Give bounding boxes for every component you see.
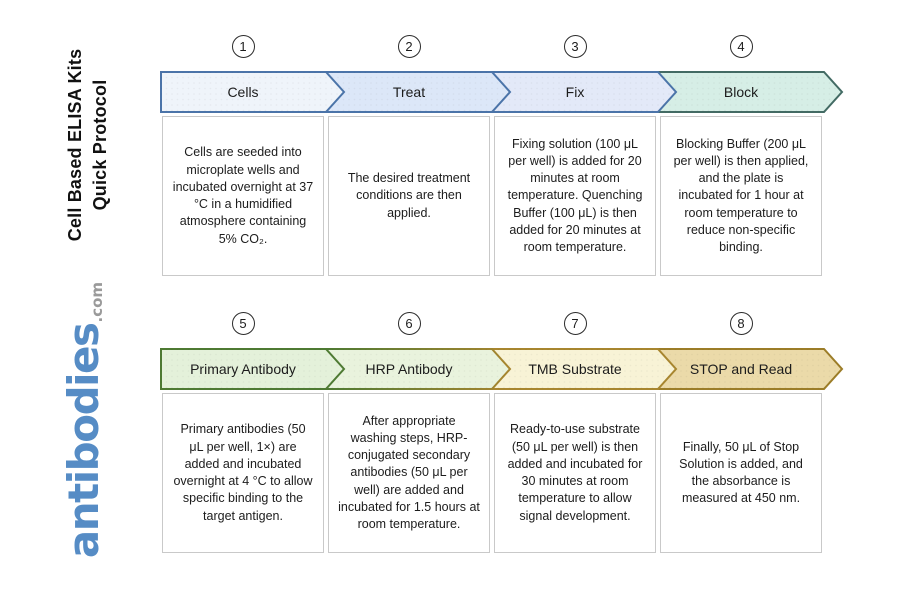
step-arrow-banner: STOP and Read: [658, 348, 844, 390]
step-number-badge: 8: [729, 312, 753, 335]
step-description: Fixing solution (100 μL per well) is add…: [494, 116, 656, 276]
step-arrow-banner: Primary Antibody: [160, 348, 346, 390]
step-description: Primary antibodies (50 μL per well, 1×) …: [162, 393, 324, 553]
step-number-badge: 3: [563, 35, 587, 58]
step-arrow-label: Fix: [565, 84, 585, 100]
step-arrow-label: STOP and Read: [689, 361, 793, 377]
step-arrow-banner: Treat: [326, 71, 512, 113]
step-description: Blocking Buffer (200 μL per well) is the…: [660, 116, 822, 276]
protocol-step: 5 Primary Antibody Primary antibodies (5…: [160, 312, 346, 553]
step-description: After appropriate washing steps, HRP-con…: [328, 393, 490, 553]
step-arrow-label: HRP Antibody: [365, 361, 453, 377]
step-number-badge: 4: [729, 35, 753, 58]
vertical-title-line2: Quick Protocol: [90, 79, 110, 211]
protocol-step: 2 Treat The desired treatment conditions…: [326, 35, 512, 276]
step-arrow-label: Cells: [227, 84, 259, 100]
step-arrow-banner: Cells: [160, 71, 346, 113]
brand-logo-tld: .com: [88, 281, 106, 323]
step-arrow-label: Treat: [392, 84, 426, 100]
protocol-step: 8 STOP and Read Finally, 50 μL of Stop S…: [658, 312, 844, 553]
protocol-step: 3 Fix Fixing solution (100 μL per well) …: [492, 35, 678, 276]
vertical-title-line1: Cell Based ELISA Kits: [64, 48, 85, 242]
step-description: Cells are seeded into microplate wells a…: [162, 116, 324, 276]
protocol-step: 6 HRP Antibody After appropriate washing…: [326, 312, 512, 553]
step-description: Finally, 50 μL of Stop Solution is added…: [660, 393, 822, 553]
protocol-row-1: 1 Cells Cells are seeded into microplate…: [160, 35, 844, 276]
step-arrow-banner: Fix: [492, 71, 678, 113]
step-arrow-label: Block: [723, 84, 759, 100]
step-arrow-banner: HRP Antibody: [326, 348, 512, 390]
brand-logo: antibodies .com: [59, 281, 108, 559]
step-number-badge: 2: [397, 35, 421, 58]
step-description: Ready-to-use substrate (50 μL per well) …: [494, 393, 656, 553]
brand-logo-word: antibodies: [59, 323, 108, 559]
step-arrow-label: TMB Substrate: [528, 361, 622, 377]
step-number-badge: 1: [231, 35, 255, 58]
step-arrow-label: Primary Antibody: [190, 361, 296, 377]
step-arrow-banner: TMB Substrate: [492, 348, 678, 390]
step-number-badge: 6: [397, 312, 421, 335]
protocol-step: 4 Block Blocking Buffer (200 μL per well…: [658, 35, 844, 276]
protocol-step: 1 Cells Cells are seeded into microplate…: [160, 35, 346, 276]
protocol-flow: 1 Cells Cells are seeded into microplate…: [160, 35, 844, 553]
protocol-step: 7 TMB Substrate Ready-to-use substrate (…: [492, 312, 678, 553]
vertical-title: Cell Based ELISA Kits Quick Protocol: [63, 49, 113, 242]
step-description: The desired treatment conditions are the…: [328, 116, 490, 276]
step-number-badge: 5: [231, 312, 255, 335]
step-arrow-banner: Block: [658, 71, 844, 113]
protocol-row-2: 5 Primary Antibody Primary antibodies (5…: [160, 312, 844, 553]
step-number-badge: 7: [563, 312, 587, 335]
